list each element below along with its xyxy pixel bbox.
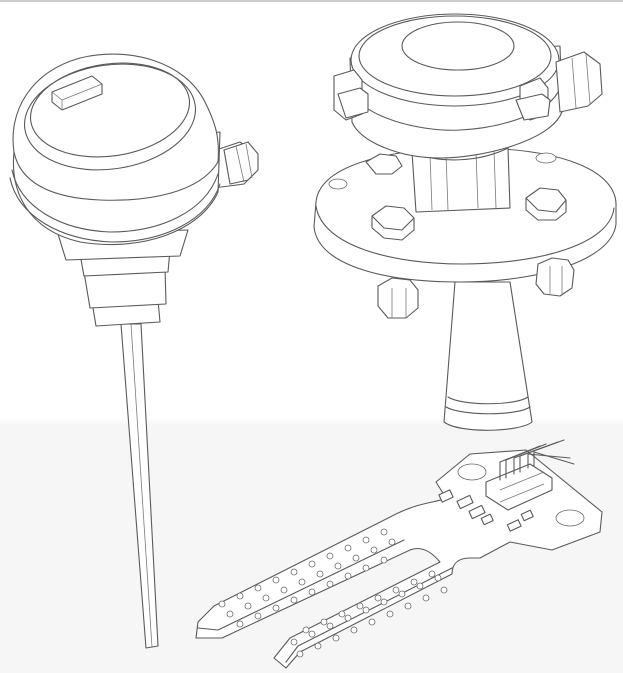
head-lid [12, 53, 219, 201]
flange-nut-left [377, 277, 419, 319]
mount-hole-left [457, 463, 487, 481]
mount-hole-right [555, 509, 585, 527]
lid-tab [51, 75, 103, 111]
radar-level-sensor-drawing [313, 13, 617, 431]
probe-rod [120, 323, 159, 649]
lid-window [401, 21, 515, 71]
temperature-sensor-drawing [9, 53, 259, 649]
horn-antenna [443, 281, 533, 431]
header-pin-3 [527, 453, 571, 469]
soil-moisture-sensor-drawing [195, 439, 603, 669]
prong-dot-grid [218, 528, 448, 658]
flange-nut-right [535, 257, 575, 297]
radar-cable-gland [555, 51, 603, 113]
